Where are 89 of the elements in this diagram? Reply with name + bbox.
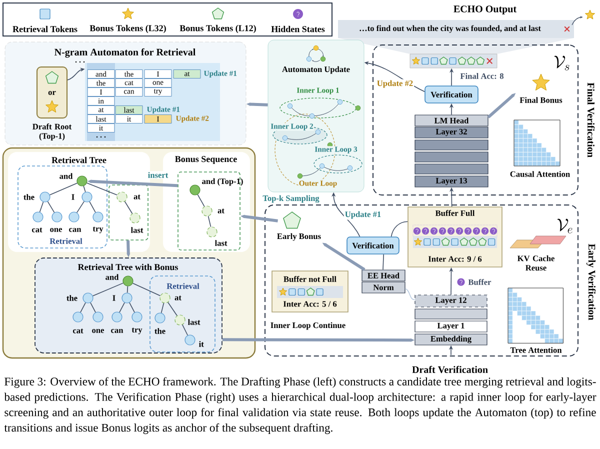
edge-label: Top-k Sampling [262, 194, 320, 204]
node-word: and [106, 274, 119, 280]
layer-block: LM Head [414, 114, 488, 126]
node-word: at [218, 208, 224, 214]
node-word: cat [32, 228, 42, 232]
tree-branch [129, 302, 135, 313]
panel-heading: Final Verification [587, 82, 595, 158]
tree-branch [76, 201, 85, 213]
node-word: last [188, 319, 200, 325]
verifier-symbol: $\mathcal{V}_{s}$ [554, 56, 570, 70]
node-word: I [112, 295, 116, 301]
node-word: last [130, 227, 144, 233]
section-heading: Draft Verification [412, 366, 488, 374]
node-word: the [66, 295, 78, 301]
node-word: can [69, 228, 82, 232]
tree-branch [92, 282, 124, 296]
layer-block: Layer 13 [414, 176, 488, 188]
caption-text: Figure 3: Overview of the ECHO framework. The Drafting Phase (left) constructs a candidate tree merging retrieval and logits-based predictions. The Verification Phase (right) uses a hierarchical dual-loop architecture: a rapid inner loop for early-layer screening and an authoritative outer loop for final validation via state reuse. Both loops update the Automaton (top) to refine transitions and issue Bonus logits as anchor of the subsequent drafting. [4, 377, 596, 434]
node-word: and [60, 173, 73, 179]
node-word: at [134, 194, 140, 200]
node-word: one [50, 228, 62, 232]
buffer-box: Buffer not Full Inter Acc: 5 / 6 [272, 270, 348, 312]
verification-box: Verification [346, 236, 400, 254]
legend-label: Retrieval Tokens [12, 26, 78, 32]
layer-block: Layer 1 [414, 320, 488, 332]
norm-block: Norm [362, 282, 406, 294]
bonus-label: Final Bonus [520, 97, 562, 103]
node-word: and (Top-1) [202, 178, 243, 186]
tree-branch [197, 194, 205, 207]
layer-block [414, 308, 488, 320]
embedding-block: Embedding [414, 334, 488, 346]
tree-branch [168, 302, 178, 316]
tree-branch [39, 202, 44, 212]
group-box [108, 184, 148, 240]
head-block: EE Head [362, 270, 406, 282]
legend-label: Bonus Tokens (L12) [180, 24, 256, 34]
tree-branch [80, 302, 86, 313]
layer-block [414, 164, 488, 174]
edge-label: Buffer [467, 278, 492, 286]
node-label: or [48, 90, 56, 95]
buffer-box: Buffer Full Inter Acc: 9 / 6 [408, 206, 502, 268]
tree-branch [182, 324, 188, 336]
tree-branch [49, 182, 78, 196]
matrix-caption: Causal Attention [510, 171, 570, 177]
tree-branch [89, 201, 96, 213]
tree-branch [124, 201, 133, 214]
connector-line [390, 221, 408, 237]
tree-branch [160, 302, 164, 314]
node-word: cat [73, 328, 84, 334]
node-word: one [92, 329, 104, 333]
verification-box: Verification [424, 86, 478, 104]
node-word: try [132, 328, 142, 334]
output-banner: ECHO Output …to find out when the city was founded, and at last [338, 6, 574, 38]
node-word: can [111, 329, 124, 333]
node-word: at [174, 296, 182, 300]
tree-branch [119, 302, 125, 313]
legend-label: Bonus Tokens (L32) [90, 24, 166, 34]
edge-label: Update #2 [376, 79, 414, 89]
layer-block [414, 140, 488, 150]
node-label: Draft Root (Top-1) [32, 124, 72, 141]
node-word: it [199, 341, 204, 347]
node-word: the [154, 328, 166, 334]
tree-branch [126, 286, 128, 294]
tree-branch [47, 201, 55, 213]
note-text: Inner Loop Continue [270, 322, 346, 330]
matrix-caption: Tree Attention [510, 347, 562, 353]
node-word: I [72, 194, 74, 200]
edge-label: insert [146, 171, 170, 179]
verifier-symbol: $\mathcal{V}_{e}$ [557, 218, 572, 234]
layer-block [414, 152, 488, 162]
layer-block: Layer 12 [414, 294, 488, 308]
token-row [410, 54, 498, 68]
edge-label: Update #1 [344, 210, 382, 220]
tree-branch [83, 186, 86, 192]
node-word: last [214, 240, 228, 246]
layer-block: Layer 32 [414, 126, 488, 138]
node-word: try [92, 226, 104, 234]
tree-branch [90, 302, 96, 313]
legend-label: Hidden States [271, 26, 325, 32]
edge-label: Final Acc: 8 [459, 72, 505, 80]
panel-heading: Early Verification [586, 244, 596, 320]
tree-branch [86, 182, 118, 196]
connector-line [404, 288, 416, 300]
tree-branch [208, 216, 212, 228]
tree-branch [132, 282, 161, 296]
bonus-label: Early Bonus [277, 233, 321, 241]
cache-label: KV Cache Reuse [517, 255, 554, 271]
connector-line [382, 254, 384, 270]
node-word: the [24, 194, 34, 200]
